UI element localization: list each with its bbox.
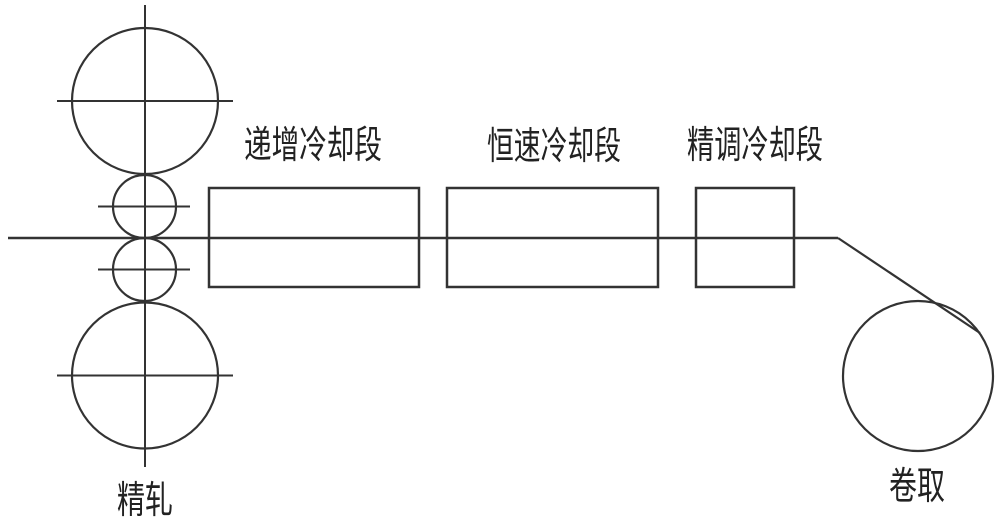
incremental-cooling-section-box xyxy=(207,186,421,289)
constant-speed-cooling-section-box xyxy=(445,186,660,289)
strip-to-coiler-line xyxy=(837,237,981,334)
finishing-mill-label: 精轧 xyxy=(117,480,173,522)
fine-tuning-cooling-section-label: 精调冷却段 xyxy=(687,125,823,167)
constant-speed-cooling-section-label: 恒速冷却段 xyxy=(487,126,621,168)
fine-tuning-cooling-section-box xyxy=(694,186,796,289)
incremental-cooling-section-label: 递增冷却段 xyxy=(244,125,382,167)
finishing-mill-roll-stack xyxy=(57,5,233,467)
coiler-circle xyxy=(841,299,995,453)
coiler-label: 卷取 xyxy=(889,466,945,508)
